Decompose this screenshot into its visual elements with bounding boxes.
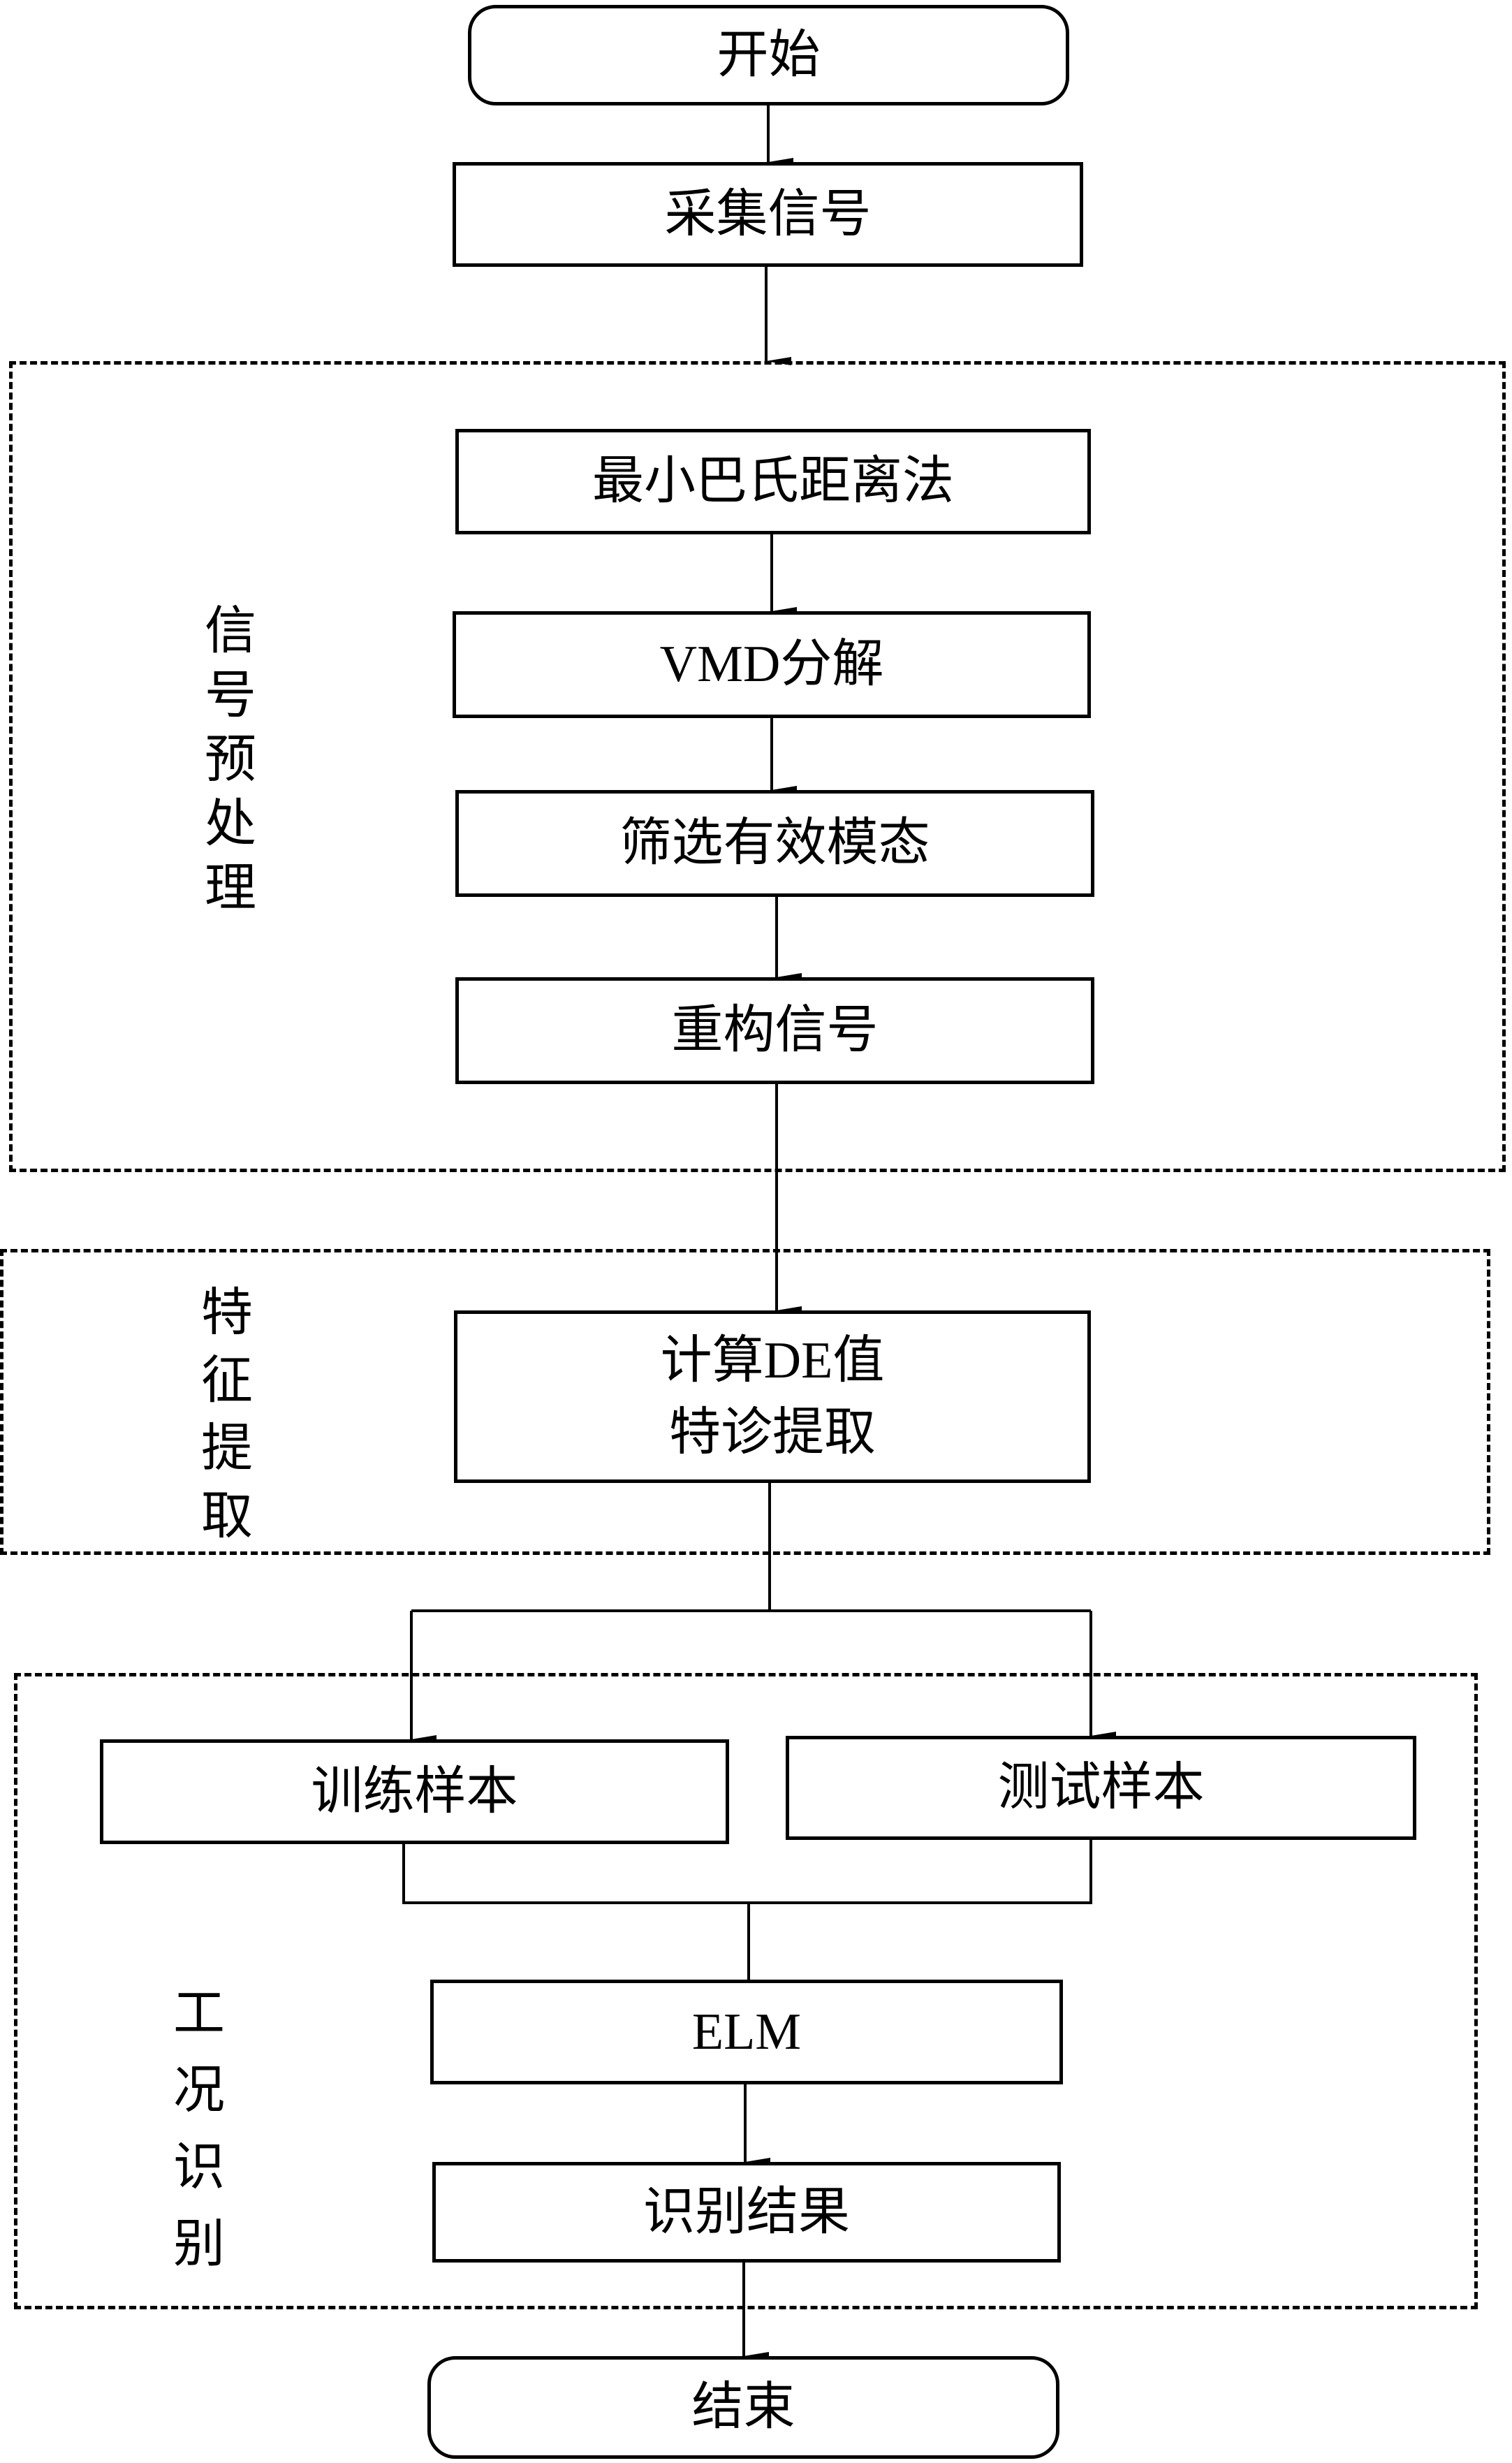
- group-label-recognition: 工 况 识 别: [171, 1975, 227, 2283]
- train-samples-label: 训练样本: [311, 1762, 518, 1820]
- elm-label: ELM: [691, 2003, 802, 2061]
- train-samples-node: 训练样本: [100, 1739, 729, 1844]
- elm-node: ELM: [430, 1980, 1063, 2084]
- end-label: 结束: [691, 2378, 795, 2436]
- label-char: 特: [201, 1285, 253, 1342]
- start-label: 开始: [717, 26, 821, 84]
- vmd-label: VMD分解: [659, 636, 884, 694]
- reconstruct-label: 重构信号: [671, 1002, 879, 1060]
- bhattacharyya-label: 最小巴氏距离法: [592, 453, 954, 511]
- label-char: 号: [205, 667, 256, 724]
- result-node: 识别结果: [432, 2162, 1061, 2263]
- start-node: 开始: [468, 5, 1069, 105]
- test-samples-node: 测试样本: [786, 1736, 1416, 1840]
- acquire-signal-label: 采集信号: [664, 185, 872, 243]
- de-label-line2: 特诊提取: [669, 1403, 876, 1461]
- bhattacharyya-node: 最小巴氏距离法: [455, 429, 1091, 534]
- label-char: 理: [205, 860, 256, 917]
- vmd-node: VMD分解: [453, 611, 1091, 718]
- test-samples-label: 测试样本: [997, 1759, 1205, 1817]
- de-label-line1: 计算DE值: [660, 1332, 885, 1390]
- group-feature-extraction: [0, 1249, 1490, 1555]
- label-char: 况: [173, 2062, 225, 2119]
- label-char: 取: [201, 1488, 253, 1545]
- group-label-feature: 特 征 提 取: [199, 1280, 255, 1551]
- merge-samples: [402, 1840, 1092, 1904]
- end-node: 结束: [427, 2356, 1059, 2459]
- select-modes-node: 筛选有效模态: [455, 790, 1094, 897]
- label-char: 提: [201, 1420, 253, 1477]
- de-node: 计算DE值 特诊提取: [454, 1310, 1091, 1483]
- split-de-samples: [411, 1483, 771, 1612]
- label-char: 征: [201, 1352, 253, 1410]
- label-char: 识: [173, 2139, 225, 2196]
- result-label: 识别结果: [643, 2183, 850, 2241]
- reconstruct-node: 重构信号: [455, 977, 1094, 1084]
- group-signal-preprocessing: [9, 361, 1506, 1172]
- group-condition-recognition: [14, 1673, 1478, 2309]
- label-char: 预: [205, 731, 256, 789]
- label-char: 信: [205, 603, 256, 660]
- acquire-signal-node: 采集信号: [453, 162, 1083, 267]
- group-label-preprocessing: 信 号 预 处 理: [203, 599, 258, 921]
- label-char: 处: [205, 796, 256, 853]
- label-char: 工: [173, 1985, 225, 2042]
- label-char: 别: [173, 2216, 225, 2273]
- select-modes-label: 筛选有效模态: [619, 814, 930, 872]
